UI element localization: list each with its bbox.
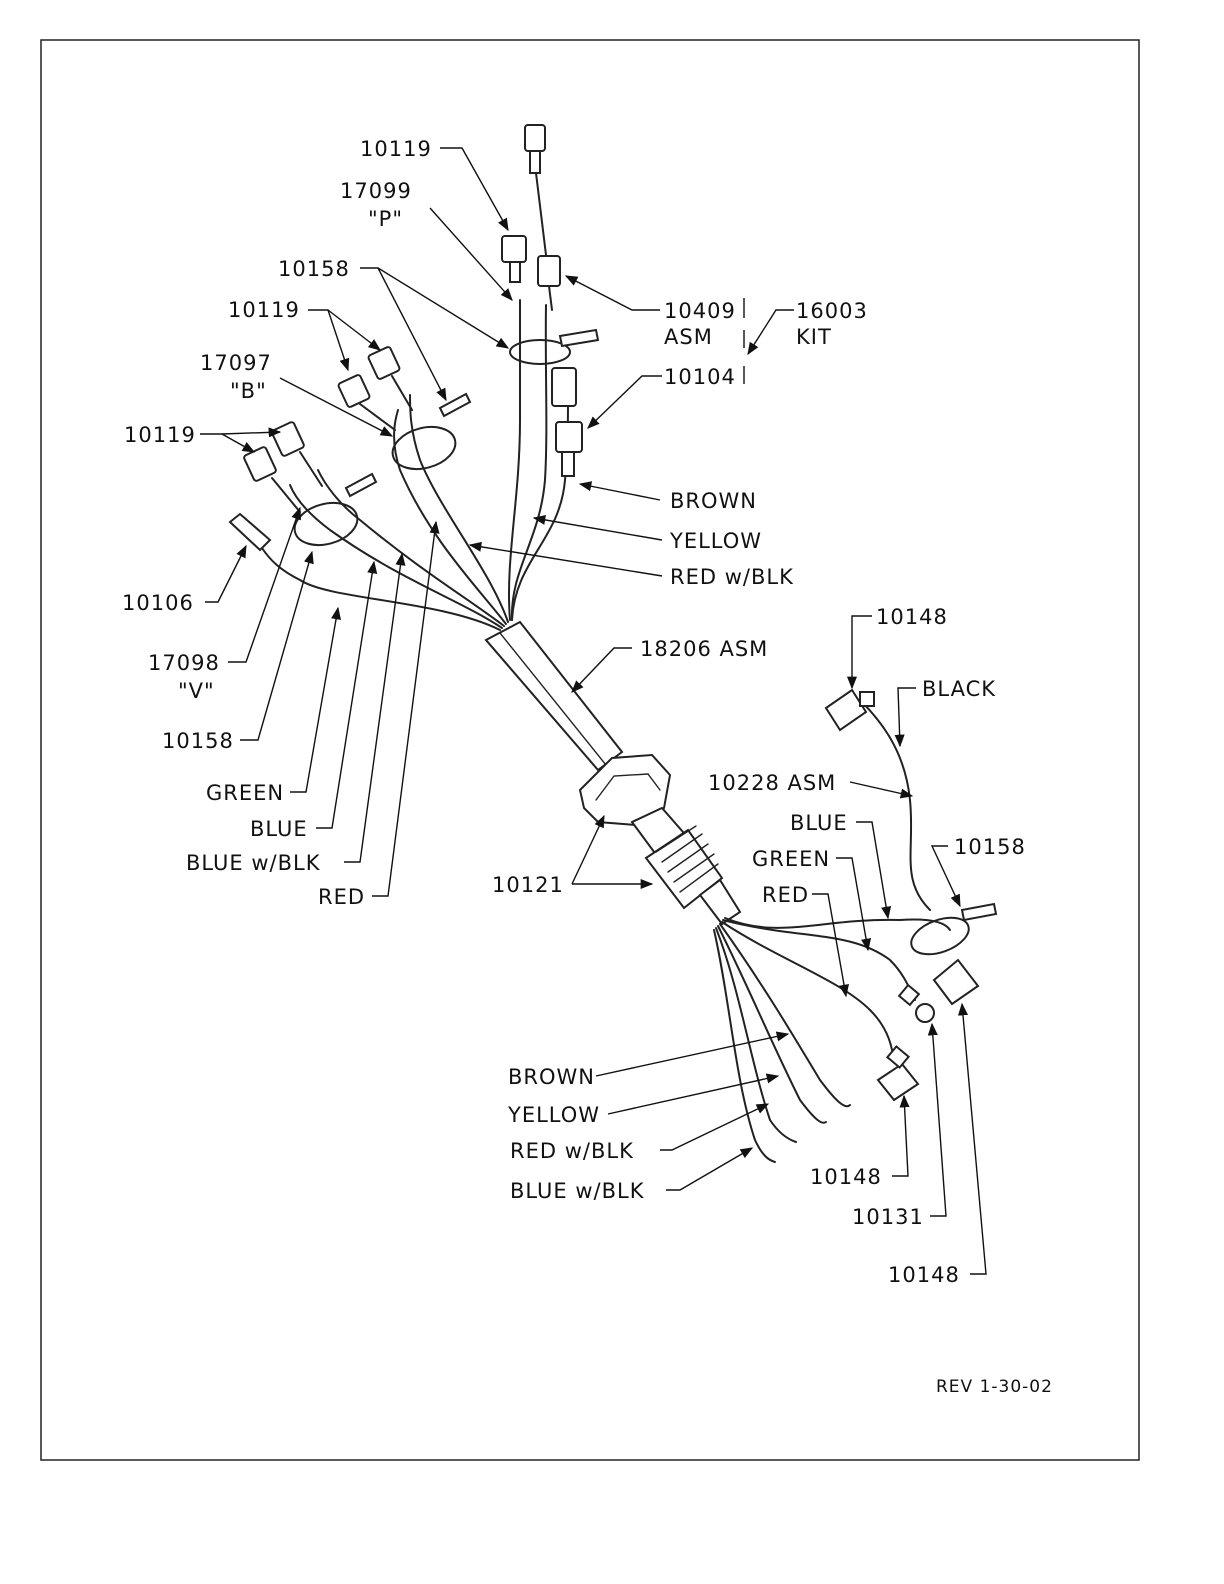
- label-green-right: GREEN: [752, 847, 830, 871]
- label-10148-right: 10148: [888, 1263, 960, 1287]
- label-green-left: GREEN: [206, 781, 284, 805]
- label-17099-sub: "P": [368, 207, 403, 231]
- revision-note: REV 1-30-02: [936, 1377, 1053, 1397]
- connector-10148-right: [934, 960, 978, 1004]
- connector-10148-top: [826, 690, 874, 730]
- connector-10104: [552, 368, 582, 476]
- harness-sleeve: [486, 622, 622, 770]
- label-yellow-bottom: YELLOW: [507, 1103, 600, 1127]
- label-blue-wblk-left: BLUE w/BLK: [186, 851, 321, 875]
- label-red-wblk-top: RED w/BLK: [670, 565, 794, 589]
- ring-terminal-10131: [899, 985, 934, 1022]
- label-16003-sub: KIT: [796, 325, 832, 349]
- tie-10158-left: [290, 474, 376, 552]
- label-10119-mid: 10119: [228, 298, 300, 322]
- tie-10158-right: [906, 904, 996, 961]
- label-10148-top: 10148: [876, 605, 948, 629]
- label-17098: 17098: [148, 651, 220, 675]
- label-blue-wblk-bottom: BLUE w/BLK: [510, 1179, 645, 1203]
- label-blue-left: BLUE: [250, 817, 308, 841]
- label-10121: 10121: [492, 873, 564, 897]
- label-red-right: RED: [762, 883, 809, 907]
- label-10158-right: 10158: [954, 835, 1026, 859]
- tie-10158-top: [510, 330, 598, 364]
- label-10409: 10409: [664, 299, 736, 323]
- callout-labels: 10119 17099 "P" 10158 10119 17097 "B" 10…: [122, 137, 1053, 1397]
- label-10228: 10228 ASM: [708, 771, 836, 795]
- lower-wires: [714, 700, 950, 1162]
- label-16003: 16003: [796, 299, 868, 323]
- label-brown-bottom: BROWN: [508, 1065, 595, 1089]
- label-brown-top: BROWN: [670, 489, 757, 513]
- label-17098-sub: "V": [178, 679, 215, 703]
- connector-10106: [230, 514, 270, 550]
- label-10148-bottom: 10148: [810, 1165, 882, 1189]
- label-blue-right: BLUE: [790, 811, 848, 835]
- label-10104: 10104: [664, 365, 736, 389]
- label-yellow-top: YELLOW: [669, 529, 762, 553]
- label-10119-top: 10119: [360, 137, 432, 161]
- connector-top-right: [525, 125, 560, 310]
- label-black: BLACK: [922, 677, 996, 701]
- label-17099: 17099: [340, 179, 412, 203]
- label-10158-left: 10158: [162, 729, 234, 753]
- label-18206: 18206 ASM: [640, 637, 768, 661]
- label-10158-top: 10158: [278, 257, 350, 281]
- label-17097: 17097: [200, 351, 272, 375]
- label-17097-sub: "B": [230, 379, 267, 403]
- connectors-10119-left: [243, 421, 322, 512]
- label-red-wblk-bottom: RED w/BLK: [510, 1139, 634, 1163]
- label-red-left: RED: [318, 885, 365, 909]
- label-10106: 10106: [122, 591, 194, 615]
- label-10131: 10131: [852, 1205, 924, 1229]
- connector-10119-top: [502, 236, 526, 282]
- tie-10158-mid: [388, 394, 470, 476]
- label-10119-left: 10119: [124, 423, 196, 447]
- label-10409-sub: ASM: [664, 325, 713, 349]
- connector-10148-bottom: [878, 1046, 918, 1100]
- connectors-10119-mid: [338, 346, 412, 430]
